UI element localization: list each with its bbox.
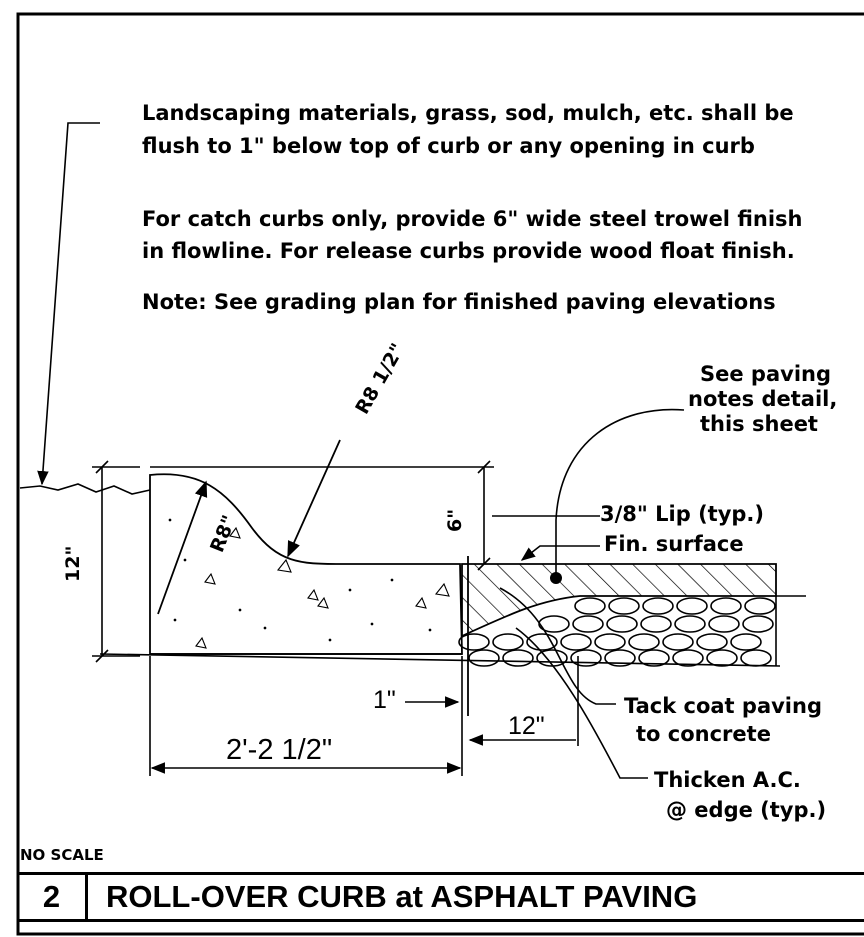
cobble [640, 615, 672, 633]
catch-curb-note-line1: For catch curbs only, provide 6" wide st… [142, 207, 803, 231]
cobble [674, 615, 706, 633]
subgrade-line [99, 653, 781, 667]
ground-line [19, 483, 151, 495]
scale-note: NO SCALE [20, 846, 104, 864]
cobble [536, 649, 568, 667]
radius-small-leader [157, 480, 208, 615]
cobble [560, 633, 592, 651]
cobble [594, 633, 626, 651]
cobble [708, 615, 740, 633]
landscaping-leader [37, 122, 100, 486]
thicken-note-line1: Thicken A.C. [654, 768, 801, 792]
cobble [538, 615, 570, 633]
cobble [696, 633, 728, 651]
cobble [606, 615, 638, 633]
thicken-note-line2: @ edge (typ.) [666, 798, 827, 822]
cobble [492, 633, 524, 651]
cobble [608, 597, 640, 615]
cobble [526, 633, 558, 651]
fin-surface-note: Fin. surface [604, 532, 744, 556]
cobble [706, 649, 738, 667]
cobble [730, 633, 762, 651]
cobble [574, 597, 606, 615]
lip-note: 3/8" Lip (typ.) [600, 502, 765, 526]
grading-note: Note: See grading plan for finished pavi… [142, 290, 776, 314]
cobble [570, 649, 602, 667]
aggregate-base [458, 597, 776, 667]
cobble [572, 615, 604, 633]
width-12-label: 12" [508, 712, 545, 740]
cobble [642, 597, 674, 615]
detail-number: 2 [18, 875, 88, 919]
height-12-label: 12" [62, 545, 84, 582]
asphalt-layer [461, 563, 777, 638]
dimension-curb-width [149, 656, 462, 776]
sheet-border [16, 12, 864, 936]
dimension-1-gap [405, 656, 463, 776]
tack-coat-leader [499, 587, 616, 705]
cobble [604, 649, 636, 667]
dimension-6-vertical [150, 460, 494, 571]
gap-1-label: 1" [373, 686, 396, 714]
tack-coat-note-line1: Tack coat paving [624, 694, 822, 718]
curb-width-label: 2'-2 1/2" [226, 734, 333, 766]
tack-coat-note-line2: to concrete [636, 722, 771, 746]
detail-title: ROLL-OVER CURB at ASPHALT PAVING [106, 879, 698, 914]
cobble [710, 597, 742, 615]
cobble [468, 649, 500, 667]
catch-curb-note-line2: in flowline. For release curbs provide w… [142, 239, 795, 263]
paving-notes-dot [550, 572, 562, 584]
dimension-12-horizontal [468, 656, 579, 746]
cobble [672, 649, 704, 667]
cobble [628, 633, 660, 651]
concrete-aggregate [168, 518, 450, 649]
cobble [742, 615, 774, 633]
radius-large-leader [287, 439, 341, 558]
cobble [744, 597, 776, 615]
landscaping-note-line1: Landscaping materials, grass, sod, mulch… [142, 101, 794, 125]
paving-notes-line2: notes detail, [688, 387, 838, 411]
cobble [676, 597, 708, 615]
thicken-leader [515, 627, 648, 779]
landscaping-note-line2: flush to 1" below top of curb or any ope… [142, 134, 755, 158]
dimension-12-vertical [92, 460, 140, 663]
fin-surface-leader [520, 545, 600, 561]
height-6-label: 6" [444, 508, 466, 532]
cobble [662, 633, 694, 651]
title-block: 2 ROLL-OVER CURB at ASPHALT PAVING [18, 872, 864, 922]
paving-notes-leader [555, 408, 685, 575]
cobble [638, 649, 670, 667]
paving-notes-line1: See paving [700, 362, 831, 386]
cobble [458, 633, 490, 651]
cobble [740, 649, 772, 667]
cobble [502, 649, 534, 667]
paving-notes-line3: this sheet [700, 412, 818, 436]
concrete-curb [149, 473, 463, 655]
